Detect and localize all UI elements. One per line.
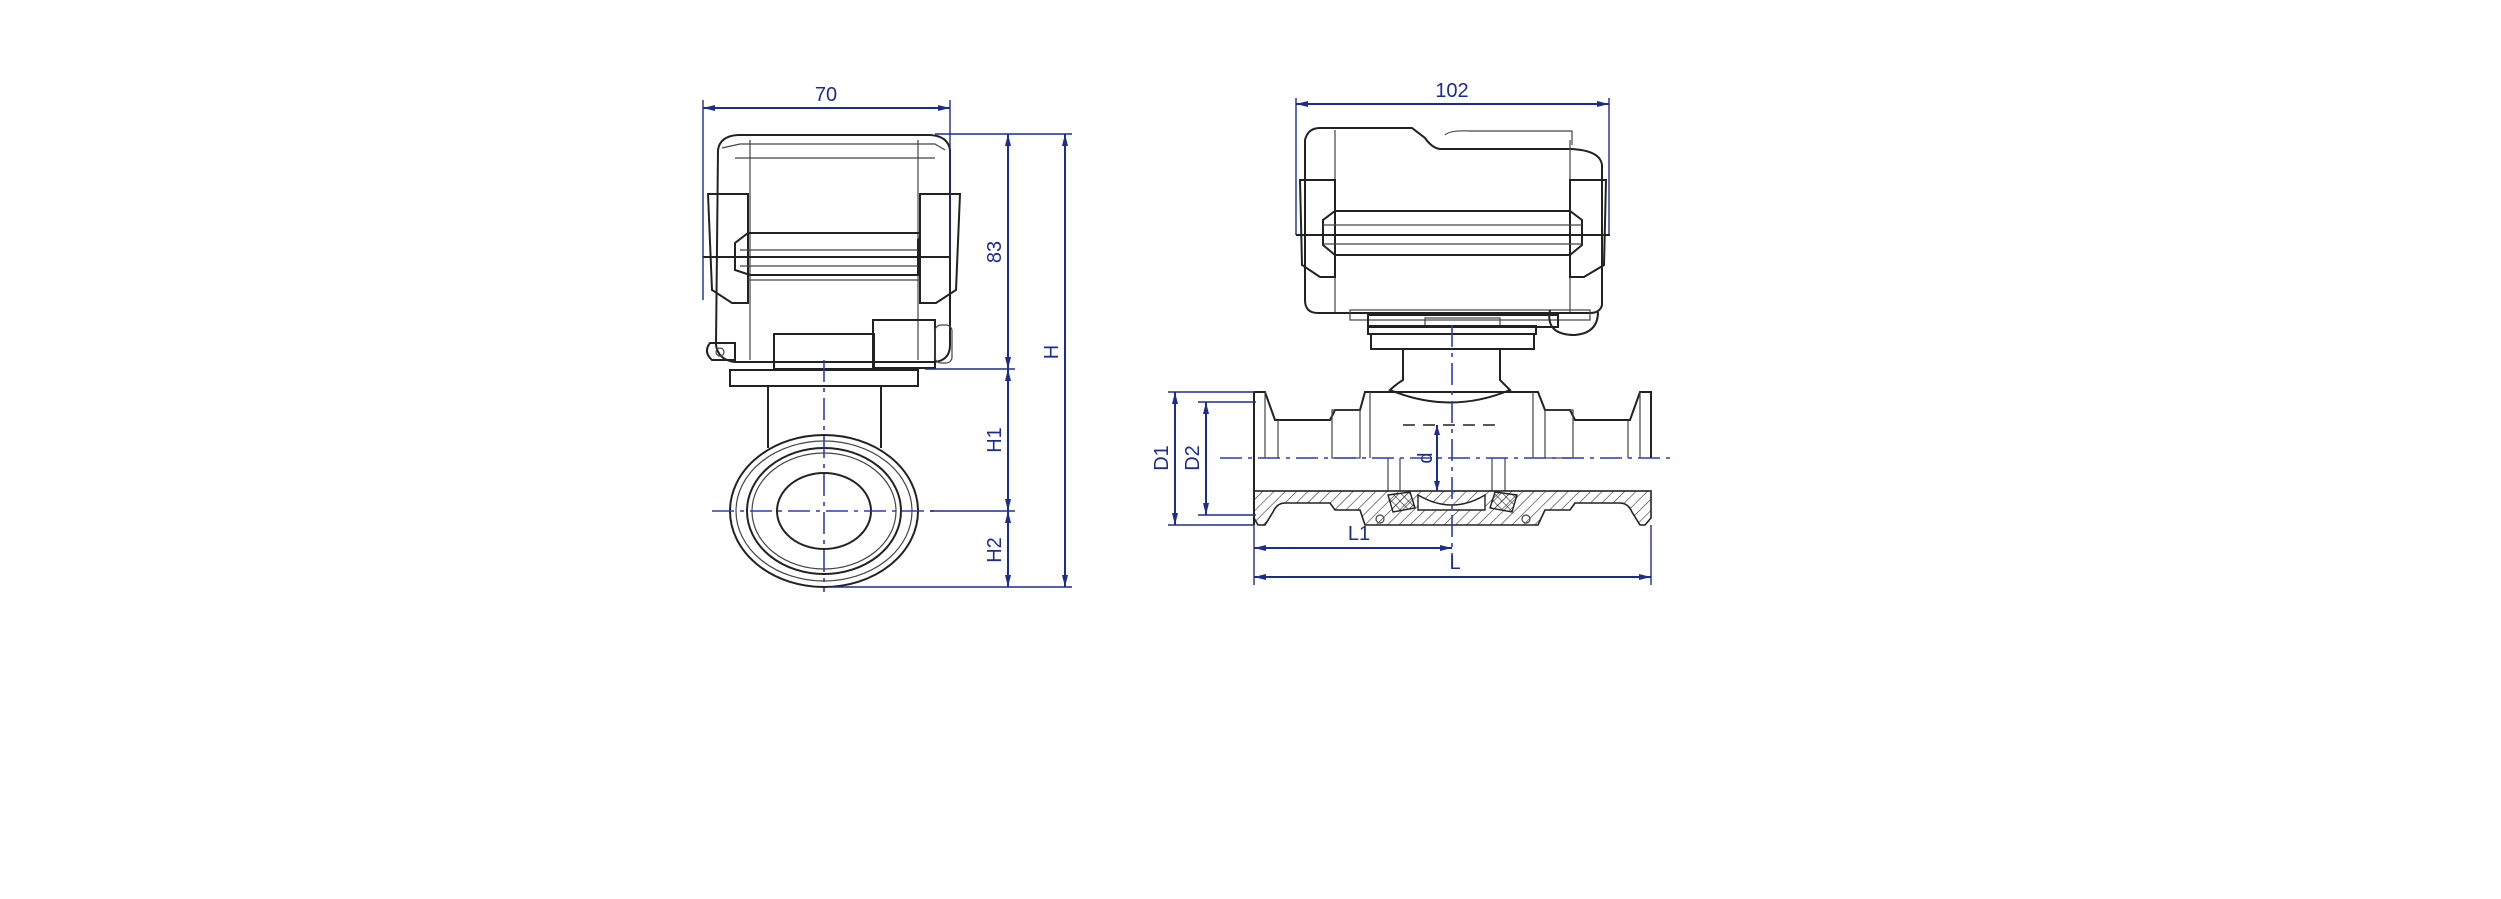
width-102-label: 102 [1435, 80, 1468, 102]
side-dimensions: 70 83 H1 H2 H [702, 84, 1072, 588]
side-valve-body [712, 360, 935, 592]
h2-label: H2 [984, 537, 1006, 563]
width-70-label: 70 [815, 84, 837, 106]
front-dimensions: 102 D1 D2 d L1 L [1151, 80, 1652, 585]
length-l-label: L [1449, 552, 1460, 574]
front-view: 102 D1 D2 d L1 L [1151, 80, 1670, 585]
front-actuator [1296, 127, 1610, 350]
side-view: 70 83 H1 H2 H [702, 84, 1072, 592]
bore-d-label: d [1415, 452, 1437, 463]
actuator-height-83-label: 83 [984, 241, 1006, 263]
front-valve-body [1220, 325, 1670, 555]
l1-label: L1 [1348, 523, 1370, 545]
total-height-h-label: H [1041, 345, 1063, 359]
d1-label: D1 [1151, 445, 1173, 471]
h1-label: H1 [984, 427, 1006, 453]
side-actuator [703, 134, 962, 370]
d2-label: D2 [1182, 445, 1204, 471]
